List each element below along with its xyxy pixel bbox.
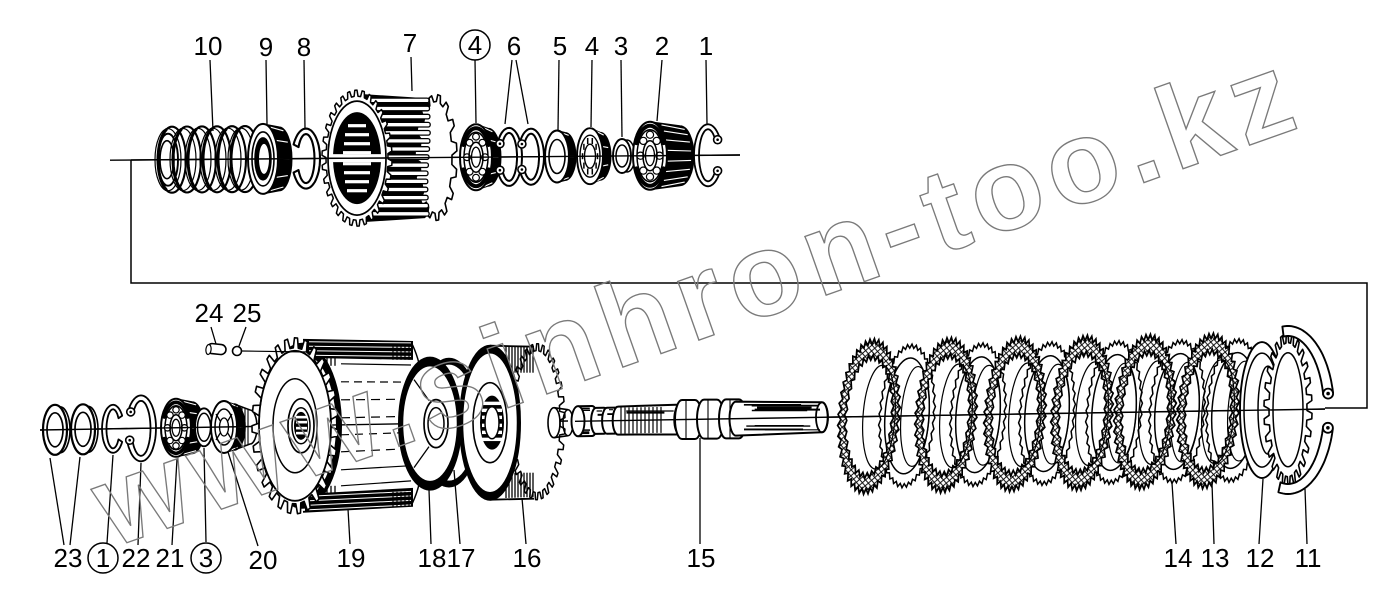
svg-text:5: 5 bbox=[553, 31, 567, 61]
svg-text:22: 22 bbox=[122, 543, 151, 573]
svg-text:20: 20 bbox=[249, 545, 278, 575]
svg-text:4: 4 bbox=[468, 30, 482, 60]
svg-text:14: 14 bbox=[1164, 543, 1193, 573]
svg-text:23: 23 bbox=[54, 543, 83, 573]
svg-text:1: 1 bbox=[96, 543, 110, 573]
svg-text:15: 15 bbox=[687, 543, 716, 573]
svg-text:2: 2 bbox=[655, 31, 669, 61]
svg-text:21: 21 bbox=[156, 543, 185, 573]
svg-text:18: 18 bbox=[418, 543, 447, 573]
svg-text:19: 19 bbox=[337, 543, 366, 573]
svg-text:3: 3 bbox=[199, 543, 213, 573]
svg-text:6: 6 bbox=[507, 31, 521, 61]
svg-text:1: 1 bbox=[699, 31, 713, 61]
svg-text:8: 8 bbox=[297, 32, 311, 62]
svg-text:7: 7 bbox=[403, 28, 417, 58]
svg-text:24: 24 bbox=[195, 298, 224, 328]
svg-text:17: 17 bbox=[447, 543, 476, 573]
svg-text:www.sinhron-too.kz: www.sinhron-too.kz bbox=[76, 24, 1318, 573]
svg-text:10: 10 bbox=[194, 31, 223, 61]
svg-text:13: 13 bbox=[1201, 543, 1230, 573]
svg-text:12: 12 bbox=[1246, 543, 1275, 573]
svg-text:3: 3 bbox=[614, 31, 628, 61]
svg-text:16: 16 bbox=[513, 543, 542, 573]
svg-text:25: 25 bbox=[233, 298, 262, 328]
svg-text:4: 4 bbox=[585, 31, 599, 61]
svg-text:11: 11 bbox=[1295, 543, 1322, 573]
svg-text:9: 9 bbox=[259, 32, 273, 62]
